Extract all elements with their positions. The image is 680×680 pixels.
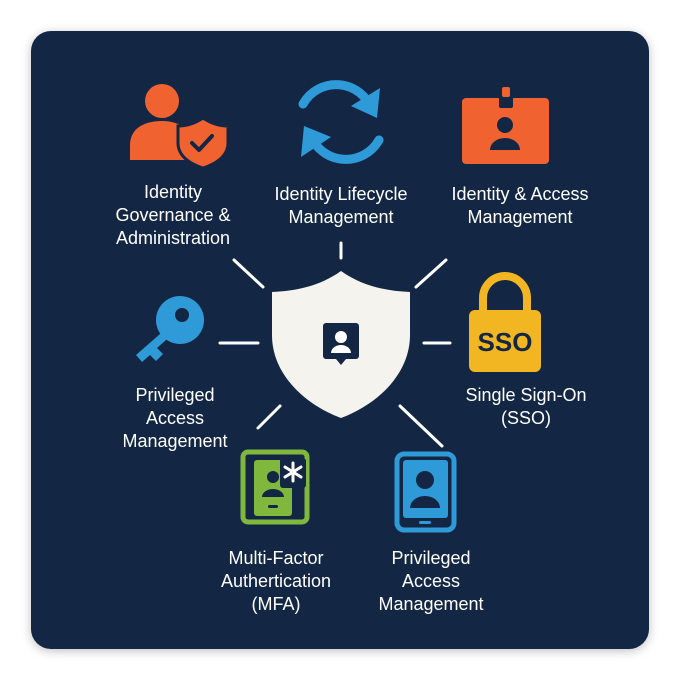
key-icon [136,296,204,362]
node-label-iga: Identity Governance & Administration [115,182,231,248]
padlock-sso-icon: SSO [469,272,541,372]
node-label-pam-bottom: Privileged Access Management [378,548,484,614]
node-label-sso: Single Sign-On (SSO) [465,385,587,428]
id-badge-icon [462,87,549,164]
connector-mfa [256,404,282,430]
node-label-pam-left: Privileged Access Management [122,385,228,451]
connector-lines [218,241,452,448]
node-label-iam: Identity & Access Management [451,184,589,227]
phone-asterisk-icon [240,449,310,525]
refresh-cycle-icon [298,80,384,164]
sso-badge-text: SSO [478,327,533,357]
connector-iga [232,258,265,289]
user-shield-icon [130,84,230,170]
connector-iam [414,258,448,289]
node-label-ilm: Identity Lifecycle Management [274,184,408,227]
node-label-mfa: Multi-Factor Authertication (MFA) [220,548,332,614]
tablet-user-icon [394,451,457,533]
connector-pam-bottom [398,404,444,448]
shield-user-icon [272,271,410,418]
